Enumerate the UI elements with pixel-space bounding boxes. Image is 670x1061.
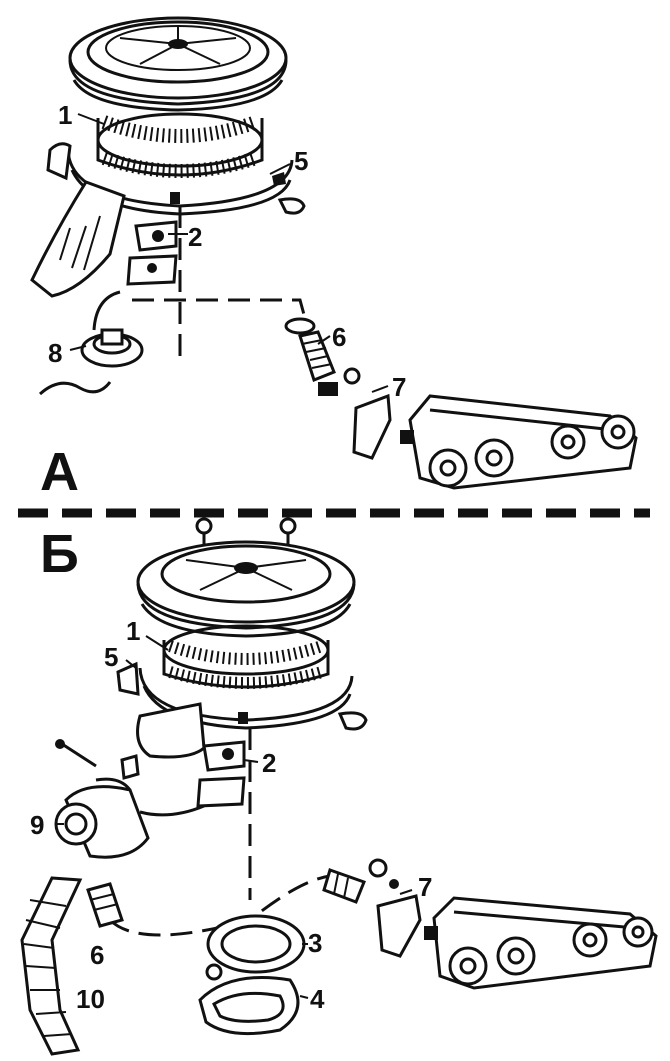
callout-b-7: 7 bbox=[418, 872, 432, 902]
flexible-hose-6-a bbox=[284, 317, 336, 382]
callout-b-10: 10 bbox=[76, 984, 105, 1014]
bracket-2-b bbox=[196, 740, 246, 808]
heat-shroud-7-b bbox=[368, 858, 422, 958]
small-fasteners-b bbox=[55, 739, 140, 780]
intake-stub-b bbox=[136, 702, 206, 759]
leader-lines-b bbox=[56, 635, 413, 999]
callout-a-8: 8 bbox=[48, 338, 62, 368]
callout-b-1: 1 bbox=[126, 616, 140, 646]
section-label-b: Б bbox=[40, 524, 79, 584]
gasket-4-b bbox=[198, 963, 300, 1036]
callout-b-2: 2 bbox=[262, 748, 276, 778]
filter-element-a bbox=[96, 112, 264, 178]
leader-lines-a bbox=[69, 113, 389, 393]
filter-housing-b bbox=[116, 661, 368, 731]
exhaust-manifold-b bbox=[424, 896, 658, 990]
callout-a-1: 1 bbox=[58, 100, 72, 130]
callout-b-6: 6 bbox=[90, 940, 104, 970]
thermostat-valve-8-a bbox=[38, 328, 144, 396]
callout-a-6: 6 bbox=[332, 322, 346, 352]
flexible-hose-b bbox=[322, 868, 366, 904]
callout-b-4: 4 bbox=[310, 984, 325, 1014]
section-b-diagram bbox=[20, 517, 658, 1056]
filter-element-b bbox=[162, 624, 330, 689]
section-label-a: А bbox=[40, 442, 79, 502]
vacuum-hose-a bbox=[92, 290, 121, 331]
bracket-2-a bbox=[126, 220, 178, 286]
exhaust-manifold-a bbox=[400, 394, 638, 490]
callout-b-5: 5 bbox=[104, 642, 118, 672]
callout-a-2: 2 bbox=[188, 222, 202, 252]
callout-a-5: 5 bbox=[294, 146, 308, 176]
hose-6-b bbox=[86, 882, 124, 928]
callout-b-3: 3 bbox=[308, 928, 322, 958]
valve-body-9-b bbox=[54, 777, 205, 859]
air-filter-lid-b bbox=[136, 540, 356, 638]
sealing-ring-3-b bbox=[206, 914, 306, 974]
hot-air-path-a bbox=[132, 298, 308, 323]
heat-shroud-7-a bbox=[318, 367, 392, 460]
callout-a-7: 7 bbox=[392, 372, 406, 402]
intake-snorkel-a bbox=[30, 180, 126, 298]
callout-b-9: 9 bbox=[30, 810, 44, 840]
hose-10-b bbox=[20, 876, 83, 1056]
section-a-diagram bbox=[30, 16, 638, 490]
air-filter-lid-a bbox=[68, 16, 288, 112]
